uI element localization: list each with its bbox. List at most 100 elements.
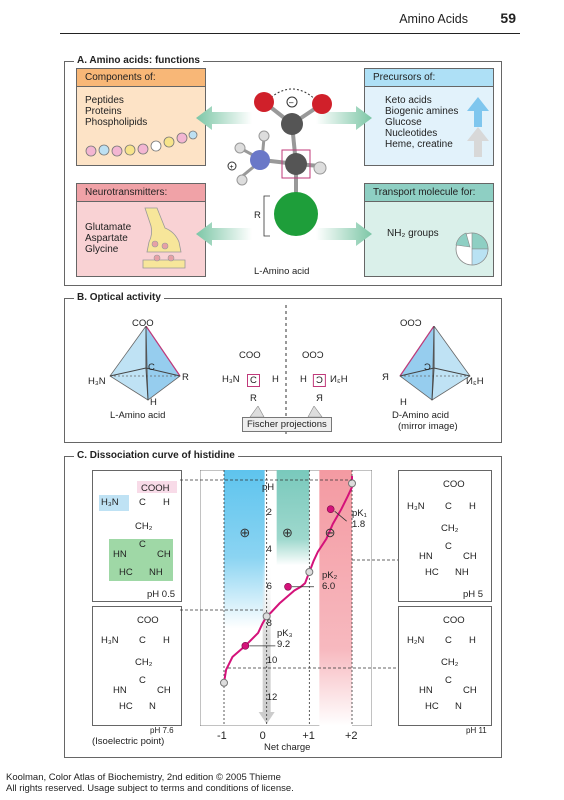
l-h3n: H₃N <box>88 376 106 387</box>
precursors-box: Precursors of: Keto acids Biogenic amine… <box>364 68 494 166</box>
d-coo: COO <box>400 318 422 329</box>
l-h: H <box>150 397 157 408</box>
synapse-icon <box>142 207 186 269</box>
precursors-list: Keto acids Biogenic amines Glucose Nucle… <box>385 95 458 150</box>
band-neutral <box>262 559 271 714</box>
x-tick: +2 <box>345 730 358 742</box>
group-h3n: H₃N <box>101 497 119 508</box>
band-positive-1 <box>276 470 310 624</box>
function-arrows <box>196 106 372 246</box>
list-item: Keto acids <box>385 95 432 106</box>
df-c: C <box>313 374 326 387</box>
plus-sign-2: ⊕ <box>282 525 293 540</box>
footer-line-1: Koolman, Color Atlas of Biochemistry, 2n… <box>6 772 281 783</box>
l-label: L-Amino acid <box>110 410 166 421</box>
ph-label: pH 5 <box>463 589 484 600</box>
list-item: Glucose <box>385 117 422 128</box>
ring-hc: HC <box>119 701 133 712</box>
panel-functions <box>64 61 502 286</box>
ring-hc: HC <box>425 567 439 578</box>
ph-tick: 8 <box>266 617 272 629</box>
df-coo: COO <box>302 350 324 361</box>
x-tick: -1 <box>217 730 227 742</box>
l-r: R <box>182 372 189 383</box>
d-tetrahedron <box>399 326 471 401</box>
group-ch2: CH₂ <box>441 657 459 668</box>
group-cooh: COOH <box>141 483 170 494</box>
ring-hc: HC <box>119 567 133 578</box>
components-list: Peptides Proteins Phospholipids <box>85 95 147 128</box>
group-coo: COO <box>137 615 159 626</box>
group-c: C <box>445 635 452 646</box>
ring-ch: CH <box>157 549 171 560</box>
group-c: C <box>139 497 146 508</box>
section-b-title: B. Optical activity <box>74 292 164 303</box>
ring-c: C <box>445 541 452 552</box>
peptide-beads-icon <box>85 130 198 157</box>
d-c: C <box>424 362 431 373</box>
footer: Koolman, Color Atlas of Biochemistry, 2n… <box>6 772 294 794</box>
page-number: 59 <box>500 10 516 26</box>
molecule-ph-11: COO H₂N C H CH₂ C HN CH HC N <box>398 606 492 726</box>
pie-icon <box>455 232 489 266</box>
molecule-ph-7.6: COO H₃N C H CH₂ C HN CH HC N <box>92 606 182 726</box>
d-h: H <box>400 397 407 408</box>
group-c: C <box>445 501 452 512</box>
ring-hn: HN <box>419 685 433 696</box>
list-item: Peptides <box>85 95 124 106</box>
pk1-name: pK₁ <box>352 508 367 519</box>
fischer-label: Fischer projections <box>242 417 332 432</box>
list-item: Heme, creatine <box>385 139 453 150</box>
amino-acid-model: – + <box>227 88 332 237</box>
running-header: Amino Acids 59 <box>0 0 564 36</box>
list-item: Glycine <box>85 244 119 255</box>
ph-tick: 6 <box>266 580 272 592</box>
svg-text:–: – <box>289 98 294 107</box>
pk3-name: pK₃ <box>277 628 293 639</box>
d-h3n: H₃N <box>466 376 484 387</box>
group-ch2: CH₂ <box>135 521 153 532</box>
pk2-name: pK₂ <box>322 570 338 581</box>
ring-hn: HN <box>113 685 127 696</box>
group-h: H <box>163 635 170 646</box>
pk1-arrow <box>334 510 347 522</box>
fischer-pointers <box>249 406 323 418</box>
list-item: Nucleotides <box>385 128 438 139</box>
neurotransmitters-heading: Neurotransmitters: <box>77 184 205 202</box>
group-h: H <box>163 497 170 508</box>
df-r: R <box>316 393 323 404</box>
group-h: H <box>469 635 476 646</box>
transport-heading: Transport molecule for: <box>365 184 493 202</box>
ring-c: C <box>139 539 146 550</box>
ring-hc: HC <box>425 701 439 712</box>
list-item: Phospholipids <box>85 117 148 128</box>
pk-point <box>326 505 335 514</box>
list-item: Proteins <box>85 106 122 117</box>
ring-c: C <box>139 675 146 686</box>
minus-sign: ⊖ <box>325 525 336 540</box>
pk3-value: 9.2 <box>277 639 291 650</box>
lf-coo: COO <box>239 350 261 361</box>
pk-point <box>284 582 292 591</box>
ph-label: pH 0.5 <box>147 589 175 600</box>
ph-7.6-point <box>262 612 271 621</box>
ring-n: N <box>455 701 462 712</box>
section-c-title: C. Dissociation curve of histidine <box>74 450 238 461</box>
l-amino-acid-label: L-Amino acid <box>254 266 310 277</box>
band-negative <box>319 470 352 726</box>
pk1-value: 1.8 <box>352 519 366 530</box>
ring-nh: NH <box>455 567 469 578</box>
ph-axis-label: pH <box>262 482 275 493</box>
precursors-heading: Precursors of: <box>365 69 493 87</box>
header-title: Amino Acids <box>399 12 468 26</box>
group-ch2: CH₂ <box>135 657 153 668</box>
up-arrows-icon <box>467 97 489 157</box>
ph-tick: 10 <box>266 654 278 666</box>
pk-point <box>241 642 250 650</box>
components-box: Components of: Peptides Proteins Phospho… <box>76 68 206 166</box>
l-coo: COO <box>132 318 154 329</box>
df-h3n: H₃N <box>330 374 348 385</box>
lf-h3n: H₃N <box>222 374 240 385</box>
section-a-title: A. Amino acids: functions <box>74 55 203 66</box>
